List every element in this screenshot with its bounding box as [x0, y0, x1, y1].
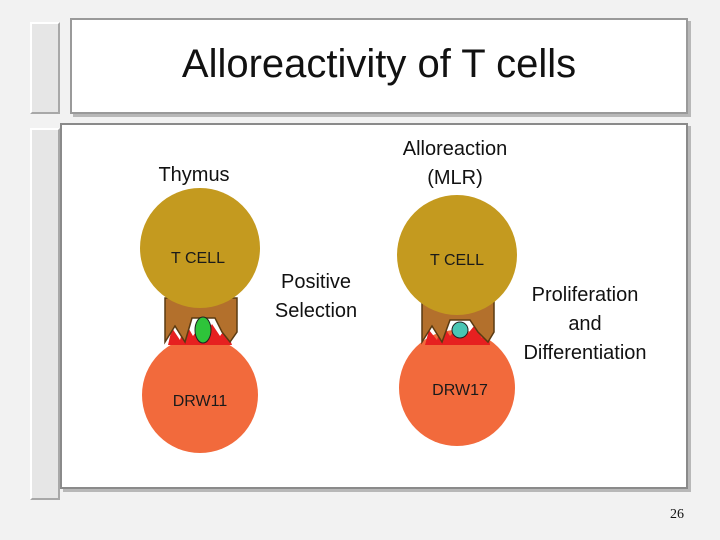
right-apc-label: DRW17: [432, 382, 488, 399]
alloreaction-label: Alloreaction (MLR): [380, 135, 530, 193]
content-frame-bevel: [30, 128, 60, 500]
left-apc-cell: [142, 337, 258, 453]
positive-selection-line2: Selection: [274, 300, 358, 322]
left-apc-label: DRW11: [173, 393, 228, 410]
page-number: 26: [670, 507, 684, 522]
slide-title: Alloreactivity of T cells: [181, 42, 577, 86]
left-peptide: [194, 316, 212, 344]
alloreaction-line2: (MLR): [427, 167, 483, 189]
proliferation-line2: and: [568, 313, 602, 335]
title-frame-bevel: [30, 22, 60, 114]
proliferation-line3: Differentiation: [523, 342, 647, 364]
left-t-cell-label: T CELL: [171, 250, 225, 267]
right-apc-cell: [399, 330, 515, 446]
right-cell-pair: T CELL DRW17: [397, 195, 517, 446]
left-t-cell: [140, 188, 260, 308]
proliferation-line1: Proliferation: [531, 284, 639, 306]
right-t-cell: [397, 195, 517, 315]
alloreaction-line1: Alloreaction: [402, 138, 508, 160]
thymus-label: Thymus: [158, 164, 230, 186]
left-synapse-stalk: [164, 297, 238, 345]
title-box: Alloreactivity of T cells: [70, 18, 688, 114]
positive-selection-line1: Positive: [280, 271, 352, 293]
right-t-cell-label: T CELL: [430, 252, 484, 269]
left-cell-pair: T CELL DRW11: [140, 188, 260, 453]
right-peptide: [451, 321, 469, 339]
proliferation-label: Proliferation and Differentiation: [505, 281, 665, 368]
positive-selection-label: Positive Selection: [258, 268, 374, 326]
